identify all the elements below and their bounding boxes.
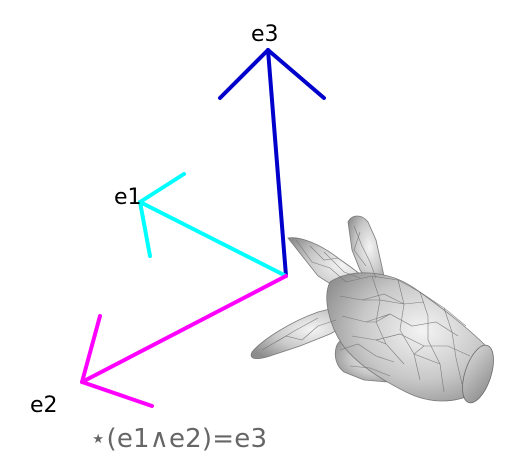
e3-axis-shaft bbox=[266, 48, 288, 278]
e3-arrowhead bbox=[218, 48, 326, 100]
e3-label: e3 bbox=[251, 22, 279, 47]
e3-axis bbox=[218, 48, 326, 278]
e2-arrowhead bbox=[80, 314, 154, 408]
e2-label: e2 bbox=[30, 393, 58, 418]
hodge-star-equation: ⋆(e1∧e2)=e3 bbox=[90, 424, 268, 454]
e1-axis-shaft bbox=[138, 200, 288, 278]
e2-axis-shaft bbox=[80, 274, 288, 384]
e2-axis bbox=[80, 274, 288, 408]
e1-arrowhead bbox=[138, 172, 186, 258]
hand-mesh-icon bbox=[250, 215, 494, 404]
e1-label: e1 bbox=[114, 185, 142, 210]
e1-axis bbox=[138, 172, 288, 278]
